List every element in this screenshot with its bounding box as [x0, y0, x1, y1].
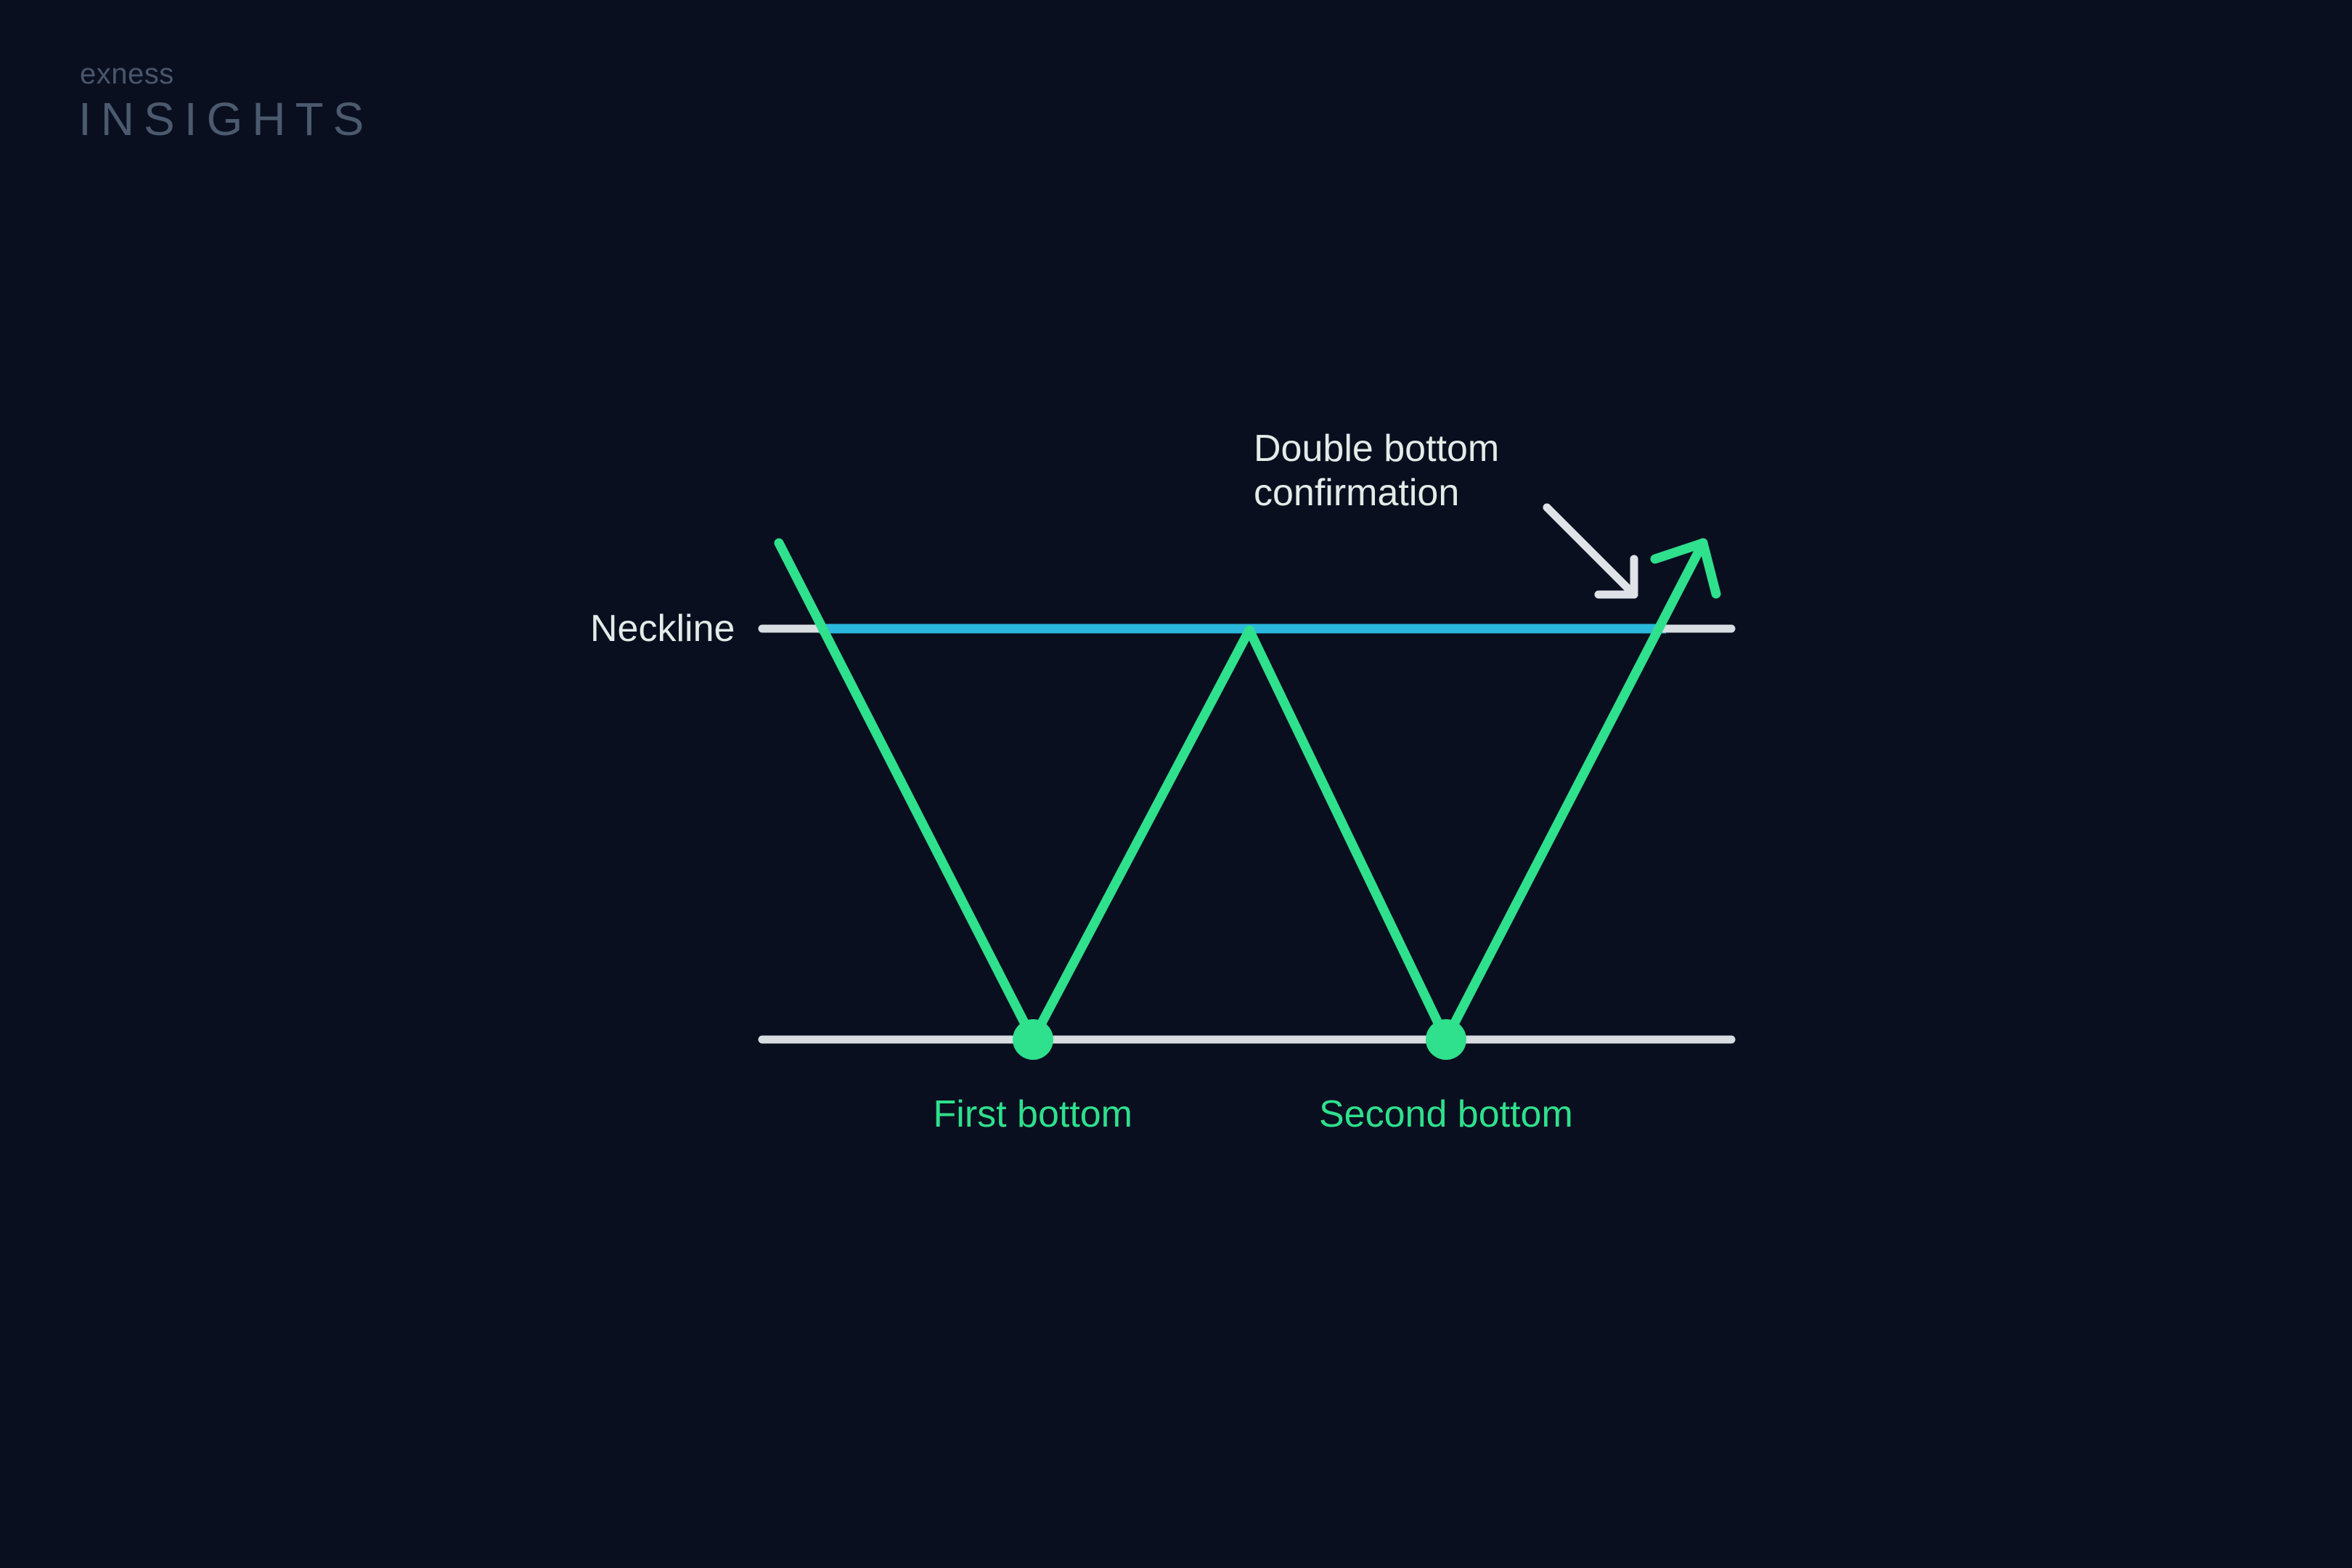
brand-product-name: INSIGHTS: [78, 93, 374, 145]
breakout-arrow-icon: [1650, 538, 1721, 599]
second-bottom-marker: [1426, 1019, 1466, 1060]
second-bottom-label: Second bottom: [1319, 1093, 1573, 1135]
confirmation-arrow-icon: [1543, 503, 1638, 599]
neckline-label: Neckline: [590, 608, 735, 650]
first-bottom-marker: [1013, 1019, 1053, 1060]
confirmation-annotation-label: Double bottom confirmation: [1254, 427, 1499, 516]
confirmation-line-2: confirmation: [1254, 472, 1460, 515]
brand-wordmark: exness: [80, 58, 174, 90]
price-line: [774, 538, 1708, 1045]
brand-lockup: exness INSIGHTS: [78, 60, 373, 142]
confirmation-line-1: Double bottom: [1254, 428, 1500, 470]
first-bottom-label: First bottom: [933, 1093, 1133, 1135]
